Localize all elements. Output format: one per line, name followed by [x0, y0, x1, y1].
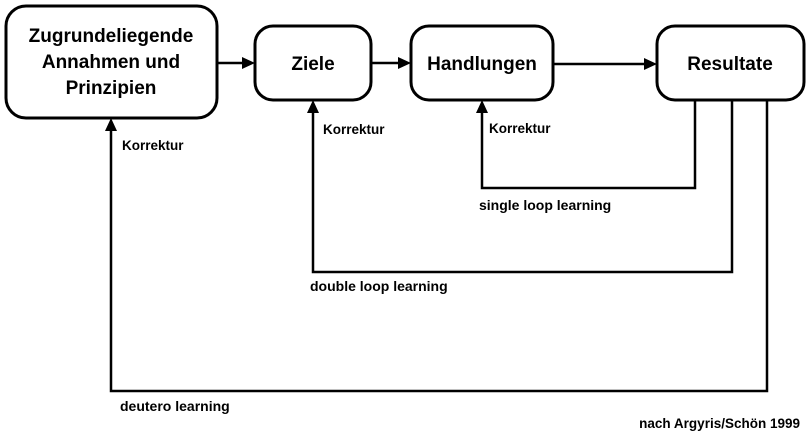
arrowhead-up-icon — [105, 118, 117, 131]
node-annahmen-line-2: Annahmen und — [42, 52, 180, 73]
node-annahmen-line-3: Prinzipien — [66, 78, 157, 99]
node-resultate-box — [655, 24, 806, 102]
single-loop-label: single loop learning — [479, 197, 611, 213]
deutero-loop-path — [105, 100, 769, 393]
korrektur-label-ziele: Korrektur — [323, 122, 385, 137]
double-loop-label: double loop learning — [310, 278, 448, 294]
arrowhead-right-icon — [644, 58, 657, 70]
arrowhead-up-icon — [307, 100, 319, 113]
source-credit: nach Argyris/Schön 1999 — [639, 416, 800, 431]
node-ziele-label: Ziele — [291, 54, 334, 75]
double-loop-path — [307, 100, 734, 274]
node-annahmen: Zugrundeliegende Annahmen und Prinzipien — [4, 4, 219, 120]
korrektur-label-handlungen: Korrektur — [489, 121, 551, 136]
node-resultate-label: Resultate — [687, 54, 773, 75]
node-annahmen-line-1: Zugrundeliegende — [29, 26, 194, 47]
node-ziele: Ziele — [253, 24, 373, 102]
single-loop-path — [476, 100, 697, 190]
arrowhead-up-icon — [476, 100, 488, 113]
forward-arrow-annahmen-ziele — [217, 57, 255, 69]
korrektur-label-annahmen: Korrektur — [122, 138, 184, 153]
arrowhead-right-icon — [242, 57, 255, 69]
node-handlungen: Handlungen — [409, 24, 555, 102]
node-resultate: Resultate — [655, 24, 806, 102]
forward-arrow-handlungen-resultate — [553, 58, 657, 70]
deutero-loop-label: deutero learning — [120, 398, 230, 414]
arrowhead-right-icon — [398, 57, 411, 69]
node-handlungen-label: Handlungen — [427, 54, 537, 75]
forward-arrow-ziele-handlungen — [371, 57, 411, 69]
